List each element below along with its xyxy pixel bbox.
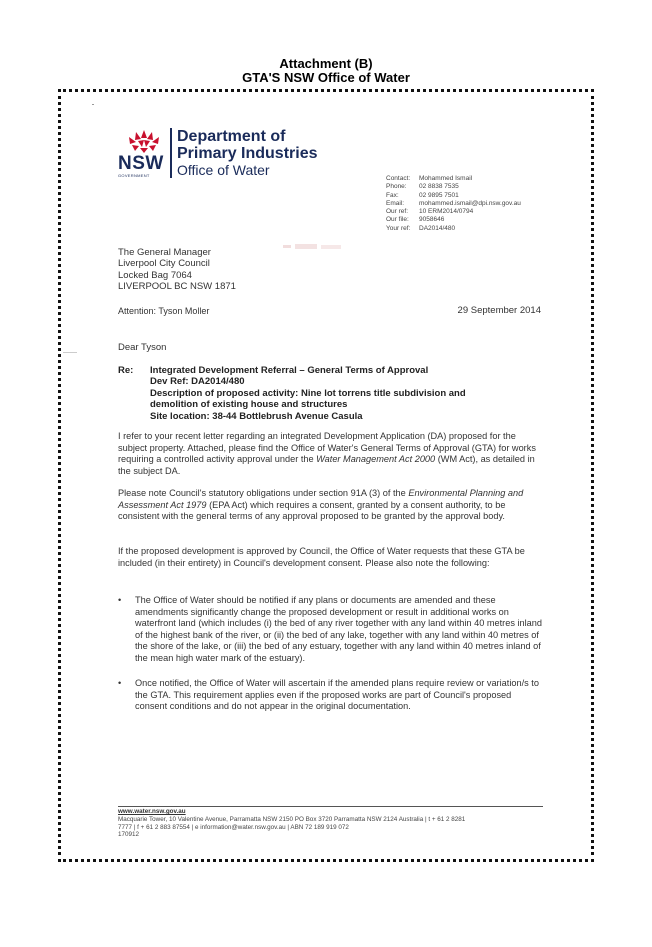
bullet-icon: • — [118, 595, 122, 605]
subject-line: demolition of existing house and structu… — [150, 399, 348, 411]
contact-row: Fax:02 9895 7501 — [386, 191, 459, 199]
contact-block: Contact:Mohammed Ismail Phone:02 8838 75… — [386, 175, 521, 233]
recipient-line: Locked Bag 7064 — [118, 269, 192, 281]
subject-line: Integrated Development Referral – Genera… — [150, 365, 429, 376]
subject-line: Description of proposed activity: Nine l… — [150, 387, 466, 399]
body-paragraph: If the proposed development is approved … — [118, 546, 525, 568]
recipient-line: Liverpool City Council — [118, 258, 210, 270]
nsw-waratah-logo-icon — [129, 130, 159, 153]
body-paragraph: Please note Council's statutory obligati… — [118, 488, 524, 522]
recipient-line: LIVERPOOL BC NSW 1871 — [118, 281, 236, 293]
subject-line: Dev Ref: DA2014/480 — [150, 376, 245, 388]
logo-divider — [170, 128, 172, 178]
received-stamp-icon — [283, 244, 341, 249]
contact-row: Our file:9058646 — [386, 216, 445, 224]
scan-speck — [92, 104, 94, 105]
contact-row: Our ref:10 ERM2014/0794 — [386, 208, 474, 216]
subject-block: Integrated Development Referral – Genera… — [150, 365, 550, 422]
act-name-italic: Environmental Planning and Assessment Ac… — [118, 488, 524, 510]
footer-address: Macquarie Tower, 10 Valentine Avenue, Pa… — [118, 815, 466, 823]
attention-line: Attention: Tyson Moller — [118, 306, 210, 316]
salutation: Dear Tyson — [118, 342, 167, 353]
recipient-line: The General Manager — [118, 247, 211, 258]
office-name: Office of Water — [177, 162, 270, 178]
nsw-logo-text: NSW — [118, 153, 164, 174]
attachment-subtitle: GTA'S NSW Office of Water — [242, 70, 410, 85]
recipient-address: The General Manager Liverpool City Counc… — [118, 247, 236, 293]
document-frame — [58, 89, 594, 862]
attachment-title: Attachment (B) — [279, 56, 373, 71]
government-logo-text: GOVERNMENT — [118, 173, 150, 178]
body-paragraph: I refer to your recent letter regarding … — [118, 431, 536, 476]
re-label: Re: — [118, 365, 134, 376]
footer-code: 170912 — [118, 831, 140, 839]
list-item-text: The Office of Water should be notified i… — [135, 595, 543, 663]
scan-speck — [63, 352, 77, 353]
contact-row: Your ref:DA2014/480 — [386, 224, 456, 232]
letter-footer: www.water.nsw.gov.au Macquarie Tower, 10… — [118, 808, 543, 839]
footer-website-link[interactable]: www.water.nsw.gov.au — [118, 808, 186, 815]
contact-row: Email:mohammed.ismail@dpi.nsw.gov.au — [386, 199, 521, 207]
letter-date: 29 September 2014 — [457, 305, 541, 316]
contact-row: Phone:02 8838 7535 — [386, 183, 459, 191]
list-item-text: Once notified, the Office of Water will … — [135, 678, 539, 712]
footer-contact: 7777 | f + 61 2 883 87554 | e informatio… — [118, 823, 349, 831]
act-name-italic: Water Management Act 2000 — [316, 454, 436, 465]
department-name-line2: Primary Industries — [177, 145, 318, 162]
footer-divider — [118, 806, 543, 807]
subject-line: Site location: 38-44 Bottlebrush Avenue … — [150, 410, 363, 422]
contact-row: Contact:Mohammed Ismail — [386, 175, 473, 182]
bullet-icon: • — [118, 678, 122, 688]
department-name-line1: Department of — [177, 128, 286, 145]
